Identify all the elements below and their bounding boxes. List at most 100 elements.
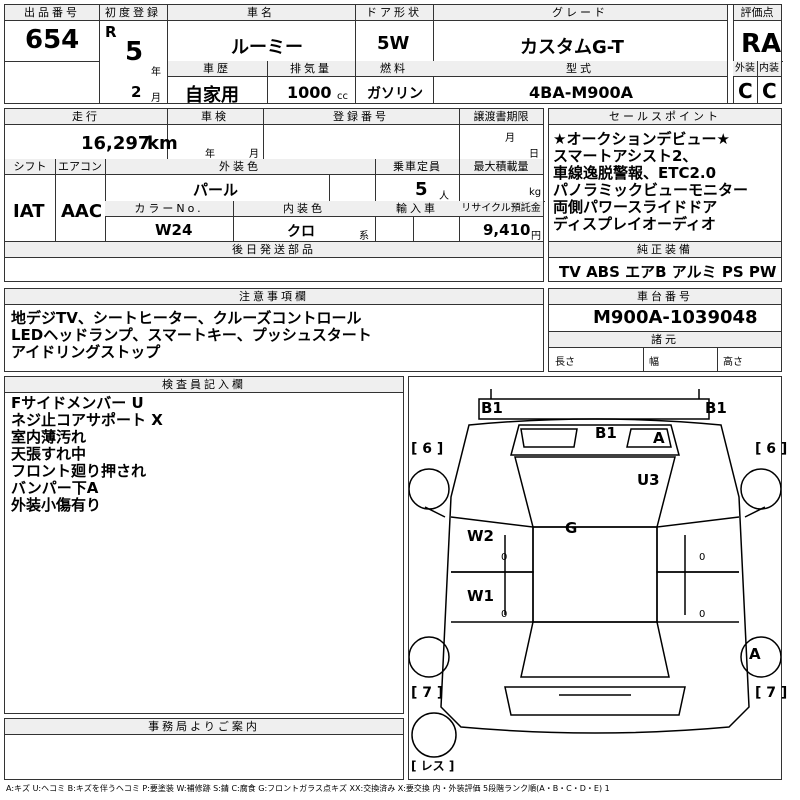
displacement: 1000 — [287, 83, 332, 102]
car-name: ルーミー — [231, 37, 303, 58]
header-block: 出品番号 初度登録 車名 ドア形状 グレード 評価点 654 R 5 年 ルーミ… — [4, 4, 783, 106]
exterior-score: C — [738, 79, 753, 103]
tire-rr: [ 7 ] — [755, 685, 788, 701]
dmg-a-top: A — [653, 429, 665, 447]
history-label: 車歴 — [167, 61, 267, 77]
inspection-year-unit: 年 — [205, 149, 215, 160]
person-unit: 人 — [439, 191, 449, 202]
kei-unit: 系 — [359, 231, 369, 242]
car-diagram: B1 B1 B1 A U3 G W2 W1 A 0 0 0 0 [ 6 ] [ … — [408, 376, 787, 780]
inspector-note: 外装小傷有り — [11, 496, 102, 514]
interior-label: 内装 — [757, 61, 781, 77]
sales-point: パノラミックビューモニター — [553, 181, 749, 199]
int-color-label: 内装色 — [233, 201, 375, 217]
grade: カスタムG-T — [520, 37, 624, 58]
dmg-b1-left: B1 — [481, 399, 503, 417]
sales-point: ディスプレイオーディオ — [553, 215, 716, 233]
mileage: 16,297 — [81, 133, 151, 154]
ext-color-label: 外装色 — [105, 159, 375, 175]
door-type: 5W — [377, 33, 410, 54]
reg-no-label: 登録番号 — [263, 109, 459, 125]
inspector-notes: Fサイドメンバー U ネジ止コアサポート X 室内薄汚れ 天張すれ中 フロント廻… — [11, 395, 163, 514]
sales-points-list: ★オークションデビュー★ スマートアシスト2、 車線逸脱警報、ETC2.0 パノ… — [553, 131, 748, 233]
yen-unit: 円 — [531, 231, 541, 242]
office-block: 事務局よりご案内 — [4, 718, 404, 780]
transfer-label: 譲渡書期限 — [459, 109, 543, 125]
office-label: 事務局よりご案内 — [5, 719, 403, 735]
grade-label: グレード — [433, 5, 727, 21]
length-label: 長さ — [555, 357, 575, 368]
sales-point: 車線逸脱警報、ETC2.0 — [553, 164, 717, 182]
reg-year: 5 — [125, 37, 144, 67]
import-label: 輸入車 — [375, 201, 459, 217]
color-no: W24 — [155, 221, 193, 239]
inspector-note: フロント廻り押され — [11, 462, 147, 480]
car-name-label: 車名 — [167, 5, 355, 21]
color-no-label: カラーNo. — [105, 201, 233, 217]
dmg-a-wheel: A — [749, 645, 761, 663]
score: RA — [741, 29, 782, 59]
inspector-note: 天張すれ中 — [11, 445, 87, 463]
dmg-b1-right: B1 — [705, 399, 727, 417]
interior-score: C — [762, 79, 777, 103]
int-color: クロ — [287, 224, 315, 240]
inspector-note: Fサイドメンバー U — [11, 394, 144, 412]
car-outline — [409, 389, 781, 758]
aircon: AAC — [61, 201, 103, 222]
notes-list: 地デジTV、シートヒーター、クルーズコントロール LEDヘッドランプ、スマートキ… — [11, 310, 372, 361]
sales-point: ★オークションデビュー★ — [553, 130, 730, 148]
year-unit: 年 — [151, 67, 161, 78]
tread-rl: 0 — [501, 609, 508, 620]
note-line: アイドリングストップ — [11, 343, 161, 361]
notes-block: 注意事項欄 地デジTV、シートヒーター、クルーズコントロール LEDヘッドランプ… — [4, 288, 544, 372]
ext-color: パール — [193, 181, 239, 199]
tread-fl: 0 — [501, 552, 508, 563]
fuel: ガソリン — [367, 86, 423, 102]
dmg-w1: W1 — [467, 587, 494, 605]
aircon-label: エアコン — [55, 159, 105, 175]
shift: IAT — [13, 201, 45, 222]
notes-label: 注意事項欄 — [5, 289, 543, 305]
inspector-note: ネジ止コアサポート X — [11, 411, 163, 429]
inspection-label: 車検 — [167, 109, 263, 125]
lot-no: 654 — [25, 25, 80, 55]
mileage-block: 走行 車検 登録番号 譲渡書期限 16,297 km 年 月 月 日 シフト エ… — [4, 108, 545, 282]
door-label: ドア形状 — [355, 5, 433, 21]
legend: A:キズ U:ヘコミ B:キズを伴うヘコミ P:要塗装 W:補修跡 S:錆 C:… — [6, 784, 610, 793]
score-label: 評価点 — [733, 5, 781, 21]
lot-no-label: 出品番号 — [5, 5, 99, 21]
kg-unit: kg — [529, 187, 542, 198]
inspector-label: 検査員記入欄 — [5, 377, 403, 393]
exterior-label: 外装 — [733, 61, 757, 77]
inspector-block: 検査員記入欄 Fサイドメンバー U ネジ止コアサポート X 室内薄汚れ 天張すれ… — [4, 376, 404, 714]
cc-unit: cc — [337, 91, 348, 102]
tire-fr: [ 6 ] — [755, 441, 788, 457]
tire-rl: [ 7 ] — [411, 685, 444, 701]
recycle-label: リサイクル預託金 — [459, 201, 543, 217]
dmg-u3: U3 — [637, 471, 660, 489]
model-label: 型式 — [433, 61, 727, 77]
std-equipment: TV ABS エアB アルミ PS PW — [559, 263, 777, 281]
transfer-month-unit: 月 — [505, 133, 515, 144]
era: R — [105, 23, 117, 41]
shift-label: シフト — [5, 159, 55, 175]
tire-fl: [ 6 ] — [411, 441, 444, 457]
capacity-label: 乗車定員 — [375, 159, 459, 175]
transfer-day-unit: 日 — [529, 149, 539, 160]
fuel-label: 燃料 — [355, 61, 433, 77]
first-reg-label: 初度登録 — [99, 5, 167, 21]
note-line: 地デジTV、シートヒーター、クルーズコントロール — [11, 309, 362, 327]
std-equip-label: 純正装備 — [549, 242, 781, 258]
capacity: 5 — [415, 179, 428, 200]
sales-point: 両側パワースライドドア — [553, 198, 718, 216]
sales-points-label: セールスポイント — [549, 109, 781, 125]
inspection-month-unit: 月 — [249, 149, 259, 160]
month-unit: 月 — [151, 93, 161, 104]
inspector-note: バンパー下A — [11, 479, 99, 497]
dmg-w2: W2 — [467, 527, 494, 545]
reg-month: 2 — [131, 83, 142, 101]
chassis-no: M900A-1039048 — [593, 307, 758, 328]
sales-points-block: セールスポイント ★オークションデビュー★ スマートアシスト2、 車線逸脱警報、… — [548, 108, 782, 282]
chassis-block: 車台番号 M900A-1039048 諸元 長さ 幅 高さ — [548, 288, 782, 372]
width-label: 幅 — [649, 357, 659, 368]
